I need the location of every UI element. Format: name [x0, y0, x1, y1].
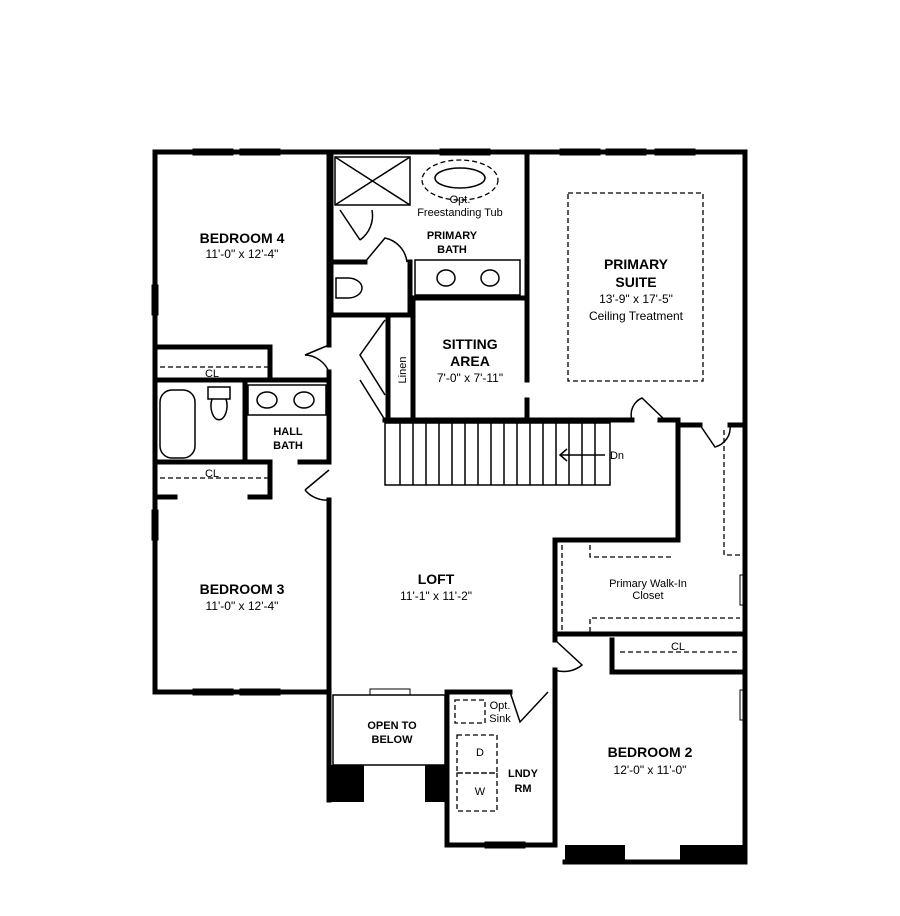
doors: [304, 209, 731, 724]
bathtub-icon: [159, 389, 196, 459]
room-name-bedroom2: BEDROOM 2: [608, 744, 693, 760]
solid-blocks: [329, 694, 745, 863]
opt-sink-2: Sink: [489, 713, 511, 725]
room-name-hall-bath-2: BATH: [273, 440, 303, 452]
room-size-sitting: 7'-0" x 7'-11": [437, 371, 503, 385]
door-primary-suite: [630, 397, 666, 421]
room-name-sitting-2: AREA: [450, 353, 490, 369]
washer-outline: [456, 772, 498, 812]
room-size-loft: 11'-1" x 11'-2": [400, 589, 472, 603]
stairs: [384, 422, 611, 486]
sink-icon: [436, 269, 456, 287]
tub-note-1: Opt.: [450, 194, 471, 206]
door-laundry: [509, 691, 549, 724]
open-to-below-2: BELOW: [372, 734, 414, 746]
sink-icon: [293, 391, 315, 409]
walk-in-closet-1: Primary Walk-In: [609, 578, 687, 590]
door-bedroom4: [304, 344, 330, 373]
door-shower: [339, 209, 374, 241]
toilet-icon: [335, 277, 363, 299]
sink-icon: [256, 391, 278, 409]
ceiling-treatment-note: Ceiling Treatment: [589, 309, 684, 323]
door-walk-in: [699, 424, 731, 448]
room-name-primary-suite-1: PRIMARY: [604, 256, 669, 272]
room-name-bedroom3: BEDROOM 3: [200, 581, 285, 597]
door-bedroom3: [304, 469, 330, 501]
freestanding-tub-icon: [421, 159, 499, 201]
room-name-bedroom4: BEDROOM 4: [200, 230, 285, 246]
walk-in-closet-2: Closet: [632, 590, 663, 602]
room-name-hall-bath-1: HALL: [273, 426, 303, 438]
opt-sink-outline: [454, 699, 486, 724]
linen-double-door: [359, 319, 386, 421]
tub-note-2: Freestanding Tub: [417, 207, 503, 219]
closet-label-bedroom3: CL: [205, 468, 219, 480]
room-name-sitting-1: SITTING: [442, 336, 497, 352]
room-name-primary-bath-1: PRIMARY: [427, 230, 478, 242]
sink-icon: [480, 269, 500, 287]
stairs-down-arrow-icon: [558, 448, 605, 462]
stairs-down-label: Dn: [610, 450, 624, 462]
room-name-loft: LOFT: [418, 571, 455, 587]
closet-label-bedroom2: CL: [671, 641, 685, 653]
open-to-below-1: OPEN TO: [367, 720, 417, 732]
room-size-bedroom2: 12'-0" x 11'-0": [614, 763, 687, 777]
room-name-primary-suite-2: SUITE: [615, 274, 656, 290]
toilet-icon: [207, 386, 231, 421]
room-name-primary-bath-2: BATH: [437, 244, 467, 256]
stair-treads: [399, 423, 596, 485]
door-bedroom2: [554, 639, 584, 673]
linen-label: Linen: [397, 357, 409, 384]
laundry-name-2: RM: [514, 783, 531, 795]
room-size-primary-suite: 13'-9" x 17'-5": [599, 292, 673, 306]
laundry-name-1: LNDY: [508, 768, 539, 780]
opt-sink-1: Opt.: [490, 700, 511, 712]
dryer-label: D: [476, 747, 484, 759]
washer-label: W: [475, 786, 486, 798]
door-primary-bath: [364, 237, 408, 263]
shower-icon: [334, 156, 411, 206]
room-size-bedroom3: 11'-0" x 12'-4": [206, 599, 279, 613]
closet-label-bedroom4: CL: [205, 368, 219, 380]
ceiling-treatment-outline: [567, 192, 704, 382]
fixtures: [159, 156, 740, 812]
room-size-bedroom4: 11'-0" x 12'-4": [206, 247, 279, 261]
